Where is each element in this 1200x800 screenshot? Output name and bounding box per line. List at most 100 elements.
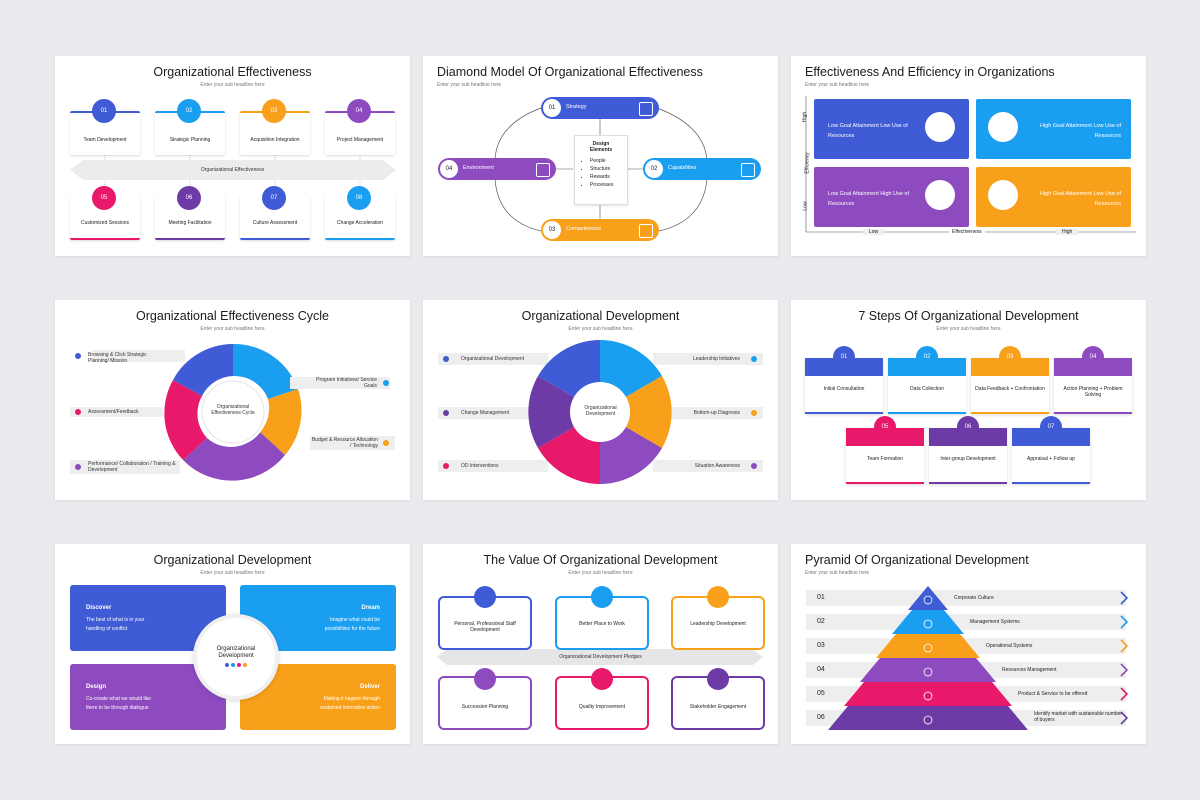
value-label: Quality Improvement xyxy=(578,704,626,710)
slide-subtitle: Enter your sub headline here xyxy=(805,82,870,88)
node-number: 02 xyxy=(645,160,663,178)
slide-diamond-model[interactable]: Diamond Model Of Organizational Effectiv… xyxy=(423,56,778,256)
card-label: Strategic Planning xyxy=(169,137,211,143)
step-number: 07 xyxy=(1040,416,1062,438)
pyramid-label: Management Systems xyxy=(970,619,1020,625)
pyramid-number: 06 xyxy=(817,714,825,721)
quadrant-title: Deliver xyxy=(359,684,380,690)
node-icon xyxy=(639,102,653,116)
cycle-label-5: Performance/ Collaboration / Training & … xyxy=(88,461,176,473)
node-label: Competencies xyxy=(566,226,602,232)
4d-center-dots xyxy=(197,663,275,667)
slide-title: Organizational Effectiveness xyxy=(153,65,312,79)
center-arrow-label: Organizational Effectiveness xyxy=(200,167,265,173)
design-element-item: Processes xyxy=(590,181,627,189)
value-card-top[interactable]: Better Place to Work xyxy=(555,586,649,650)
pyramid-level xyxy=(860,658,996,682)
cycle-center-label: Organizational Effectiveness Cycle xyxy=(211,404,255,416)
value-card-bottom[interactable]: Quality Improvement xyxy=(555,668,649,730)
card-label: Customized Sessions xyxy=(80,220,130,226)
pyramid-number: 02 xyxy=(817,618,825,625)
pyramid-level xyxy=(844,682,1012,706)
quadrant-title: Discover xyxy=(86,605,112,611)
chevron-right-icon xyxy=(1120,663,1129,677)
wheel-right-2: Bottom-up Diagnosis xyxy=(693,410,740,416)
cycle-label-3: Assessment/Feedback xyxy=(88,409,139,415)
slide-subtitle: Enter your sub headline here xyxy=(200,82,265,88)
value-card-top[interactable]: Personal, Professional Staff Development xyxy=(438,586,532,650)
node-icon xyxy=(536,163,550,177)
value-card-bottom[interactable]: Stakeholder Engagement xyxy=(671,668,765,730)
chevron-right-icon xyxy=(1120,687,1129,701)
value-card-top[interactable]: Leadership Development xyxy=(671,586,765,650)
slide-organizational-effectiveness[interactable]: Organizational Effectiveness Enter your … xyxy=(55,56,410,256)
pledges-arrow xyxy=(437,649,763,665)
node-number: 01 xyxy=(543,99,561,117)
node-icon xyxy=(639,224,653,238)
pyramid-number: 03 xyxy=(817,642,825,649)
value-label: Stakeholder Engagement xyxy=(689,704,747,710)
quadrant[interactable]: High Goal Attainment Low Use of Resource… xyxy=(976,167,1131,227)
card-label: Change Acceleration xyxy=(336,220,384,226)
slide-4d-cycle[interactable]: Organizational Development Enter your su… xyxy=(55,544,410,744)
slide-subtitle: Enter your sub headline here xyxy=(200,326,265,332)
pyramid-level-icon xyxy=(923,691,933,701)
design-element-item: Structure xyxy=(590,165,627,173)
diamond-node[interactable]: 02 Capabilities xyxy=(643,158,761,180)
quadrant[interactable]: Low Goal Attainment High Use of Resource… xyxy=(814,167,969,227)
wheel-left-3: OD Interventions xyxy=(461,463,499,469)
step-label: Appraisal + Follow up xyxy=(1027,456,1075,462)
quadrant-title: Design xyxy=(86,684,107,690)
design-elements-box: Design Elements PeopleStructureRewardsPr… xyxy=(574,135,628,205)
4d-center-circle: Organizational Development xyxy=(193,614,279,700)
slide-effectiveness-cycle[interactable]: Organizational Effectiveness Cycle Enter… xyxy=(55,300,410,500)
node-number: 04 xyxy=(440,160,458,178)
chevron-right-icon xyxy=(1120,591,1129,605)
pyramid-label: Identify market with sustainable number … xyxy=(1034,711,1123,723)
y-axis-label: Efficiency xyxy=(804,152,811,174)
slide-pyramid[interactable]: Pyramid Of Organizational Development En… xyxy=(791,544,1146,744)
card-number-badge: 06 xyxy=(177,186,201,210)
quadrant[interactable]: Low Goal Attainment Low Use of Resources xyxy=(814,99,969,159)
slide-value-of-od[interactable]: The Value Of Organizational Development … xyxy=(423,544,778,744)
card-number-badge: 03 xyxy=(262,99,286,123)
chevron-right-icon xyxy=(1120,711,1129,725)
slide-effectiveness-efficiency[interactable]: Effectiveness And Efficiency in Organiza… xyxy=(791,56,1146,256)
card-number-badge: 02 xyxy=(177,99,201,123)
diamond-connectors xyxy=(494,107,708,232)
slide-organizational-development-wheel[interactable]: Organizational Development Enter your su… xyxy=(423,300,778,500)
quadrant-text: The best of what is in your handling of … xyxy=(86,617,145,632)
step-label: Team Formation xyxy=(866,456,904,462)
slide-subtitle: Enter your sub headline here xyxy=(437,82,502,88)
node-label: Capabilities xyxy=(668,165,697,171)
value-card-bottom[interactable]: Succession Planning xyxy=(438,668,532,730)
slide-title: Effectiveness And Efficiency in Organiza… xyxy=(805,65,1055,79)
card-number-badge: 05 xyxy=(92,186,116,210)
y-high: High xyxy=(802,111,809,123)
slide-7-steps[interactable]: 7 Steps Of Organizational Development En… xyxy=(791,300,1146,500)
pyramid-level-icon xyxy=(923,643,933,653)
pyramid-number: 05 xyxy=(817,690,825,697)
value-label: Better Place to Work xyxy=(579,621,625,627)
quadrant[interactable]: High Goal Attainment Low Use of Resource… xyxy=(976,99,1131,159)
step-label: Initial Consultation xyxy=(823,386,865,392)
slide-subtitle: Enter your sub headline here xyxy=(805,570,870,576)
